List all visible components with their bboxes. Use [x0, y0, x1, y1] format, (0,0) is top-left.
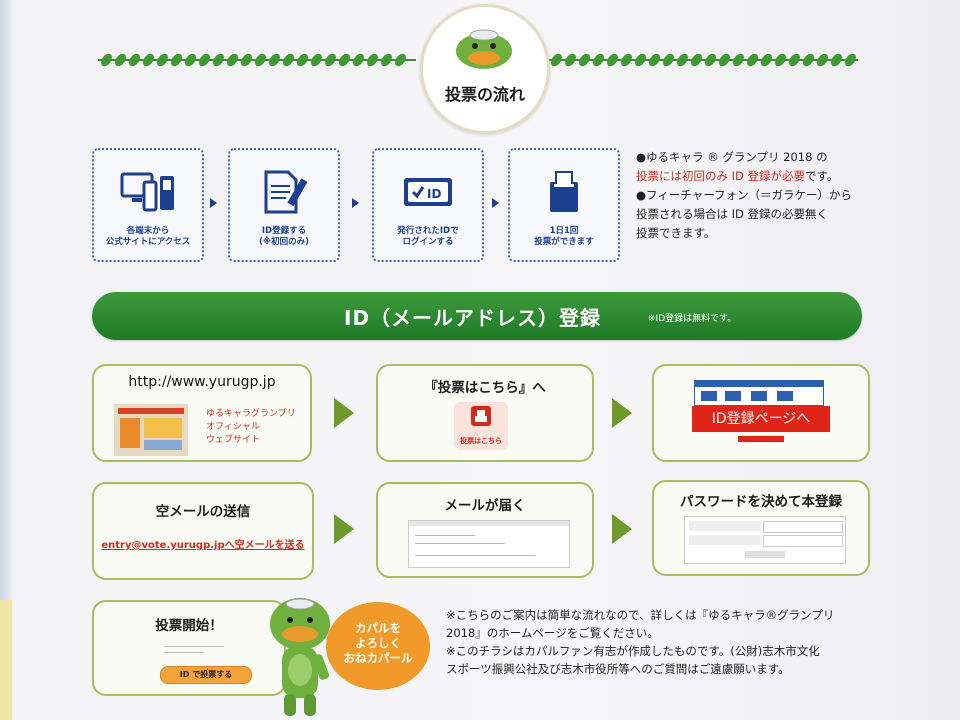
site-description: ゆるキャラグランプリオフィシャルウェブサイト	[206, 409, 296, 445]
page-preview-header	[694, 380, 824, 406]
arrow-icon	[612, 398, 632, 428]
step-title: 空メールの送信	[155, 504, 251, 520]
mascot-speech-bubble: カパルを よろしく おねカパール	[326, 602, 430, 690]
step-caption: 発行されたIDでログインする	[397, 226, 459, 247]
step-title: パスワードを決めて本登録	[680, 494, 842, 510]
footnote-line: 2018』のホームページをご覧ください。	[446, 626, 659, 640]
email-preview	[408, 520, 570, 568]
bubble-line: カパルを	[355, 621, 401, 635]
step-caption: ID登録する(※初回のみ)	[258, 226, 310, 247]
note-line: 投票される場合は ID 登録の必要無く	[636, 207, 829, 221]
step-caption: 各端末から公式サイトにアクセス	[105, 226, 191, 247]
document-icon	[264, 170, 308, 214]
website-thumbnail	[114, 404, 188, 456]
arrow-icon	[492, 198, 499, 208]
entry-email-link[interactable]: entry@vote.yurugp.jpへ空メールを送る	[101, 540, 305, 551]
vote-here-button[interactable]: 投票はこちら	[454, 402, 508, 450]
page-title: 投票の流れ	[444, 85, 525, 104]
bubble-line: よろしく	[355, 636, 401, 650]
page-edge-decoration	[0, 600, 12, 720]
left-vine-decoration	[98, 51, 416, 69]
arrow-icon	[334, 398, 354, 428]
banner-subtitle: ※ID登録は無料です。	[648, 314, 737, 324]
id-card-icon: ID	[404, 178, 452, 206]
arrow-icon	[612, 514, 632, 544]
arrow-icon	[352, 198, 359, 208]
reg-step-id-page: ID登録ページへ	[652, 364, 870, 462]
step-caption: 1日1回投票ができます	[534, 226, 594, 247]
step-login: ID 発行されたIDでログインする	[372, 148, 484, 262]
reg-step-receive-mail: メールが届く	[376, 482, 594, 578]
password-form-preview	[684, 516, 846, 564]
reg-step-visit-site: http://www.yurugp.jp ゆるキャラグランプリオフィシャルウェブ…	[92, 364, 312, 462]
id-register-page-button[interactable]: ID登録ページへ	[692, 406, 830, 432]
step-register-id: ID登録する(※初回のみ)	[228, 148, 340, 262]
site-url[interactable]: http://www.yurugp.jp	[128, 374, 276, 390]
step-title: メールが届く	[444, 498, 526, 514]
note-line: ●フィーチャーフォン（＝ガラケー）から	[636, 188, 852, 202]
step-title: 『投票はこちら』へ	[424, 380, 546, 396]
reg-step-vote-link: 『投票はこちら』へ 投票はこちら	[376, 364, 594, 462]
footnote-line: スポーツ振興公社及び志木市役所等へのご質問はご遠慮願います。	[446, 662, 790, 676]
voting-notes: ●ゆるキャラ ® グランプリ 2018 の 投票には初回のみ ID 登録が必要で…	[636, 148, 868, 243]
mascot-head-icon	[456, 29, 512, 69]
note-line: 投票には初回のみ ID 登録が必要です。	[636, 169, 839, 183]
step-title: 投票開始！	[155, 618, 223, 634]
reg-step-start-voting: 投票開始！ ID で投票する	[92, 600, 286, 696]
step-access-site: 各端末から公式サイトにアクセス	[92, 148, 204, 262]
footnote: ※こちらのご案内は簡単な流れなので、詳しくは『ゆるキャラ®グランプリ 2018』…	[446, 606, 916, 678]
footnote-line: ※こちらのご案内は簡単な流れなので、詳しくは『ゆるキャラ®グランプリ	[446, 608, 835, 622]
reg-step-send-mail: 空メールの送信 entry@vote.yurugp.jpへ空メールを送る	[92, 482, 314, 580]
step-vote-daily: 1日1回投票ができます	[508, 148, 620, 262]
arrow-icon	[210, 198, 217, 208]
ballot-box-icon	[471, 406, 491, 426]
ballot-box-icon	[550, 171, 578, 212]
note-line: 投票できます。	[636, 226, 716, 240]
right-vine-decoration	[548, 51, 859, 69]
note-line: ●ゆるキャラ ® グランプリ 2018 の	[636, 150, 828, 164]
reg-step-set-password: パスワードを決めて本登録	[652, 480, 870, 576]
arrow-icon	[334, 514, 354, 544]
header-badge: 投票の流れ	[420, 4, 550, 134]
svg-text:ID: ID	[427, 187, 441, 201]
vote-with-id-button[interactable]: ID で投票する	[160, 666, 252, 684]
registration-banner: ID（メールアドレス）登録 ※ID登録は無料です。	[92, 292, 862, 340]
footnote-line: ※このチラシはカパルファン有志が作成したものです。(公財)志木市文化	[446, 644, 820, 658]
devices-icon	[120, 172, 174, 212]
mascot-character-icon	[270, 598, 330, 716]
bubble-line: おねカパール	[343, 651, 413, 665]
banner-title: ID（メールアドレス）登録	[344, 306, 602, 330]
